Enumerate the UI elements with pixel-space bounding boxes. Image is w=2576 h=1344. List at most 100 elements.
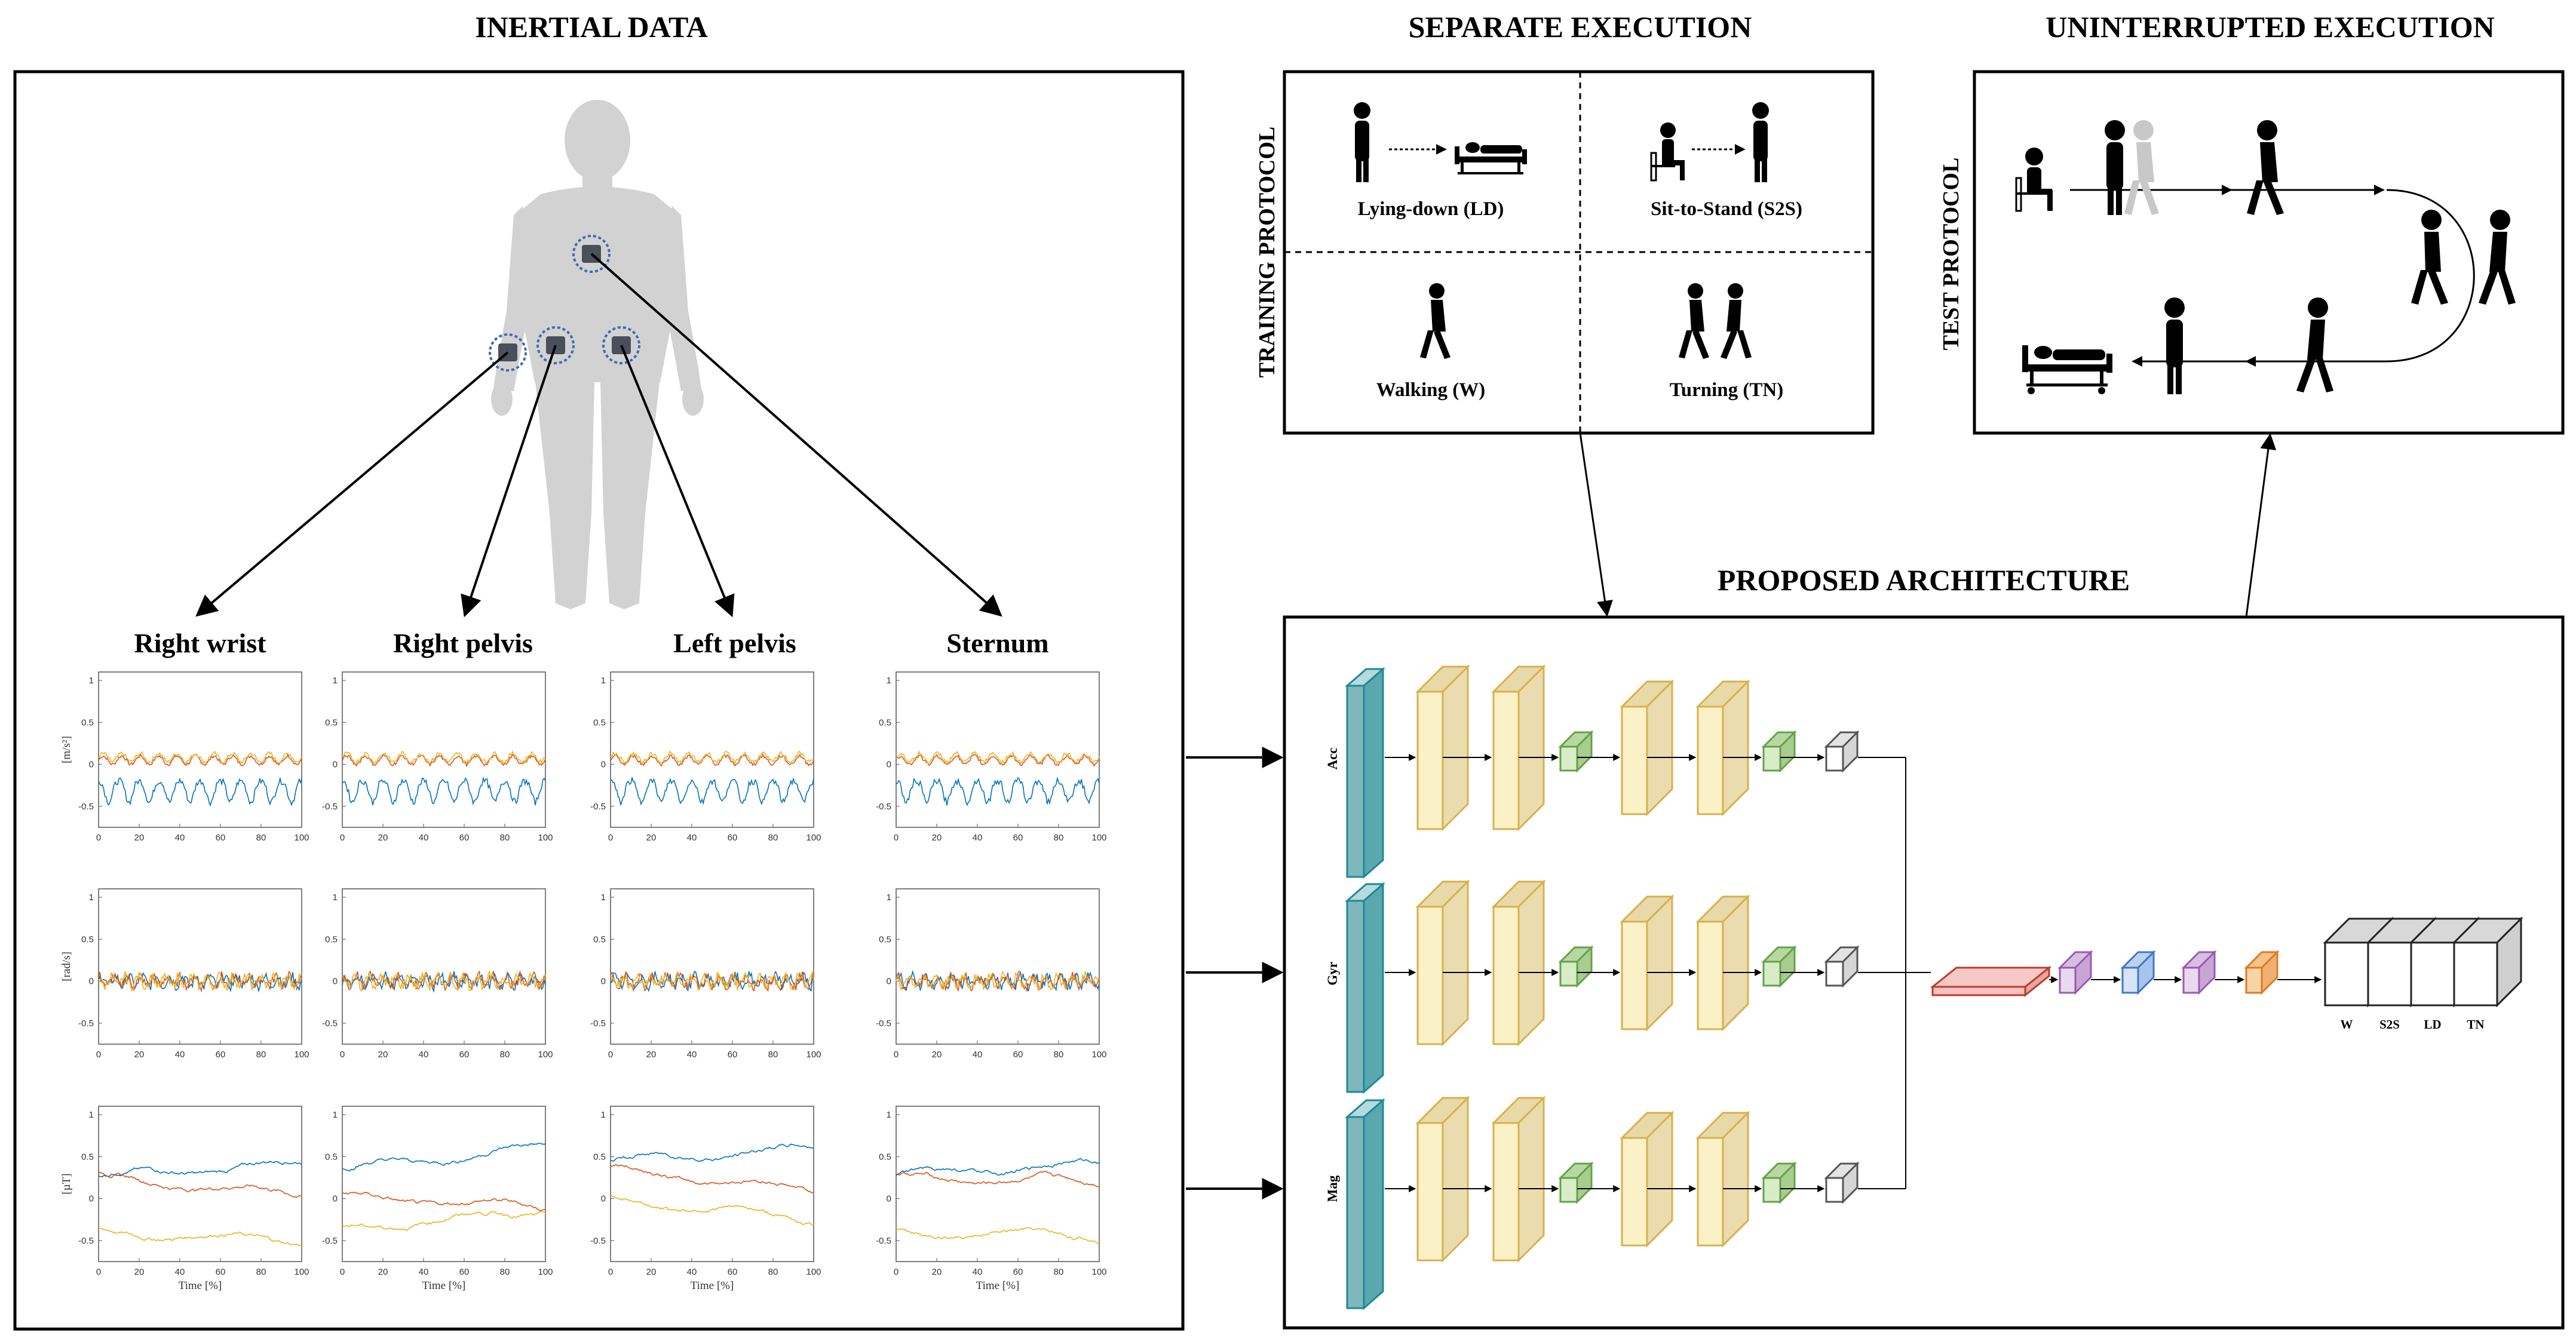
x-tick-label: 0 — [96, 1050, 101, 1060]
input-layer-block — [1345, 882, 1385, 1094]
x-tick-label: 80 — [256, 1267, 266, 1277]
signal-trace — [98, 753, 302, 766]
signal-trace — [610, 776, 814, 806]
y-tick-label: 0 — [601, 760, 606, 770]
standing-person-icon — [1354, 102, 1370, 182]
arrow-sternum-to-plots — [590, 253, 1002, 617]
x-tick-label: 0 — [894, 1267, 898, 1277]
class-label-w: W — [2341, 1017, 2353, 1032]
walking-person-icon — [2296, 297, 2333, 392]
x-tick-label: 80 — [256, 1050, 266, 1060]
y-tick-label: -0.5 — [876, 1236, 891, 1246]
signal-trace — [896, 969, 1100, 992]
x-tick-label: 20 — [134, 833, 145, 843]
y-tick-label: -0.5 — [322, 1236, 338, 1246]
x-tick-label: 80 — [1054, 833, 1064, 843]
conv-layer-block — [1620, 894, 1675, 1032]
heading-inertial-data: INERTIAL DATA — [475, 10, 708, 44]
conv-layer-block — [1695, 1110, 1750, 1248]
y-axis-label: [µT] — [60, 1173, 73, 1194]
x-tick-label: 100 — [1091, 1050, 1106, 1060]
x-axis-label: Time [%] — [179, 1279, 222, 1292]
x-tick-label: 60 — [1013, 1267, 1023, 1277]
inertial-panel-frame — [13, 70, 1185, 1331]
signal-trace — [342, 776, 546, 806]
sensor-title-right-wrist: Right wrist — [134, 628, 266, 658]
conv-layer-block — [1491, 1096, 1546, 1263]
x-tick-label: 20 — [932, 833, 942, 843]
dense-layer-block — [2181, 950, 2217, 995]
signal-trace — [342, 750, 546, 765]
x-tick-label: 60 — [459, 1267, 470, 1277]
y-tick-label: 0 — [887, 977, 891, 987]
conv-layer-block — [1620, 1110, 1675, 1248]
arrow-wrist-to-plots — [195, 351, 509, 617]
pooling-layer-block — [1558, 1161, 1594, 1204]
x-tick-label: 40 — [687, 1050, 697, 1060]
x-tick-label: 20 — [932, 1050, 942, 1060]
concatenation-layer-block — [1930, 965, 2052, 998]
x-tick-label: 80 — [500, 1050, 510, 1060]
x-tick-label: 20 — [378, 833, 388, 843]
signal-trace — [896, 1170, 1100, 1187]
x-tick-label: 80 — [256, 833, 266, 843]
y-axis-label: [m/s²] — [60, 736, 73, 763]
y-tick-label: 0.5 — [81, 717, 94, 728]
sitting-person-icon — [1650, 122, 1685, 182]
arrow-right-pelvis-to-plots — [461, 345, 557, 618]
x-tick-label: 0 — [608, 833, 613, 843]
conv-layer-block — [1415, 1096, 1470, 1263]
y-tick-label: -0.5 — [322, 802, 338, 812]
architecture-panel-frame — [1283, 615, 2565, 1330]
y-tick-label: -0.5 — [322, 1018, 338, 1029]
training-protocol-panel: TRAINING PROTOCOL Lying-down (LD) — [1255, 70, 1875, 435]
x-tick-label: 0 — [894, 833, 898, 843]
x-tick-label: 100 — [538, 1267, 553, 1277]
x-tick-label: 0 — [894, 1050, 898, 1060]
x-tick-label: 20 — [378, 1050, 388, 1060]
signal-trace — [610, 970, 814, 992]
conv-layer-block — [1695, 894, 1750, 1032]
signal-trace — [896, 777, 1100, 806]
arrow-training-to-architecture — [1579, 432, 1613, 617]
x-tick-label: 60 — [216, 833, 226, 843]
conv-layer-block — [1620, 679, 1675, 817]
signal-trace — [98, 751, 302, 765]
x-tick-label: 60 — [459, 833, 470, 843]
x-tick-label: 40 — [175, 833, 185, 843]
x-tick-label: 80 — [500, 1267, 510, 1277]
x-tick-label: 100 — [294, 1050, 309, 1060]
x-axis-label: Time [%] — [422, 1279, 466, 1292]
x-tick-label: 40 — [175, 1050, 185, 1060]
signal-trace — [98, 1227, 302, 1247]
y-tick-label: 1 — [601, 1110, 606, 1120]
conv-layer-block — [1415, 664, 1470, 831]
x-tick-label: 100 — [538, 833, 553, 843]
x-tick-label: 80 — [768, 1267, 778, 1277]
x-tick-label: 40 — [687, 833, 697, 843]
activity-label-turning: Turning (TN) — [1670, 379, 1783, 401]
signal-trace — [610, 750, 814, 765]
signal-trace — [610, 1194, 814, 1226]
x-tick-label: 40 — [973, 1267, 983, 1277]
x-tick-label: 60 — [216, 1050, 226, 1060]
y-axis-label: [rad/s] — [60, 952, 73, 981]
turning-person-icon — [1679, 283, 1752, 359]
x-tick-label: 0 — [608, 1267, 613, 1277]
test-panel-frame — [1973, 70, 2565, 435]
x-tick-label: 40 — [419, 1050, 429, 1060]
y-tick-label: 1 — [333, 676, 338, 686]
conv-layer-block — [1695, 679, 1750, 817]
pooling-layer-block — [1558, 945, 1594, 988]
walking-person-icon — [2411, 210, 2448, 305]
x-tick-label: 20 — [646, 833, 657, 843]
y-tick-label: 0 — [333, 760, 338, 770]
signal-plots-grid: 1 0.5 0 -0.5 0 20 40 60 80 100 [m/s²] 1 0.5 0 -0.5 0 20 4… — [60, 671, 1107, 1292]
y-tick-label: 0.5 — [879, 717, 891, 728]
y-tick-label: 0.5 — [81, 934, 94, 944]
flatten-layer-block — [1824, 1161, 1860, 1204]
y-tick-label: 0.5 — [325, 717, 338, 728]
x-tick-label: 0 — [340, 833, 345, 843]
